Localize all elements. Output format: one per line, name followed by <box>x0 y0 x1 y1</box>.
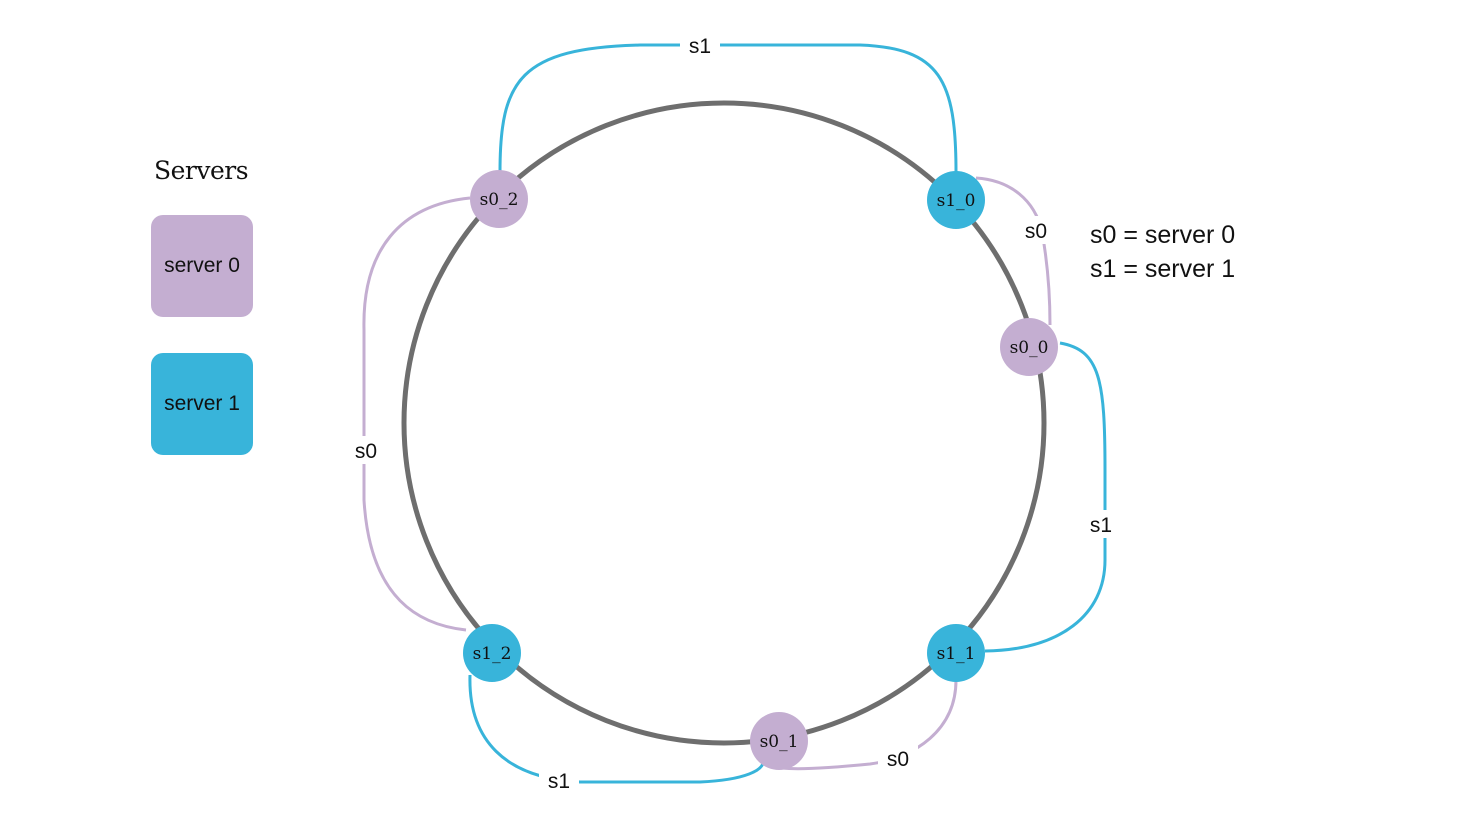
legend-server-0-label: server 0 <box>164 254 240 277</box>
legend-server-1: server 1 <box>151 353 253 455</box>
edge-bottom-right-label-bg <box>878 744 918 772</box>
node-s0-1: s0_1 <box>750 712 808 770</box>
node-s0-0-label: s0_0 <box>1010 338 1049 358</box>
edge-bottom-left <box>468 674 765 784</box>
edge-left-label-bg <box>346 436 386 464</box>
edge-bottom-left-label: s1 <box>548 770 570 793</box>
edge-bottom-right-label: s0 <box>887 748 909 771</box>
note-s0: s0 = server 0 <box>1090 221 1236 249</box>
node-s0-1-label: s0_1 <box>760 732 799 752</box>
node-s1-0-label: s1_0 <box>937 191 976 211</box>
node-s0-2-label: s0_2 <box>480 190 519 210</box>
legend-server-0: server 0 <box>151 215 253 317</box>
hash-ring <box>401 100 1047 746</box>
node-s1-2: s1_2 <box>463 624 521 682</box>
edge-right-label-bg <box>1081 510 1121 538</box>
legend-server-1-label: server 1 <box>164 392 240 415</box>
edge-top-label: s1 <box>689 35 711 58</box>
node-s1-0: s1_0 <box>927 171 985 229</box>
edge-upper-right-label-bg <box>1016 216 1056 244</box>
node-s1-2-label: s1_2 <box>473 644 512 664</box>
edge-top <box>498 43 958 173</box>
edge-right-label: s1 <box>1090 514 1112 537</box>
edge-bottom-left-label-bg <box>539 766 579 794</box>
legend-title: Servers <box>154 156 249 185</box>
node-s0-2: s0_2 <box>470 170 528 228</box>
node-s1-1: s1_1 <box>927 624 985 682</box>
edge-right <box>984 341 1107 653</box>
edge-left-label: s0 <box>355 440 377 463</box>
edge-upper-right <box>975 176 1052 326</box>
node-s1-1-label: s1_1 <box>937 644 976 664</box>
note-s1: s1 = server 1 <box>1090 255 1236 283</box>
edge-left <box>362 196 471 632</box>
edge-bottom-right <box>781 679 958 771</box>
edge-top-label-bg <box>680 31 720 59</box>
edge-upper-right-label: s0 <box>1025 220 1047 243</box>
node-s0-0: s0_0 <box>1000 318 1058 376</box>
